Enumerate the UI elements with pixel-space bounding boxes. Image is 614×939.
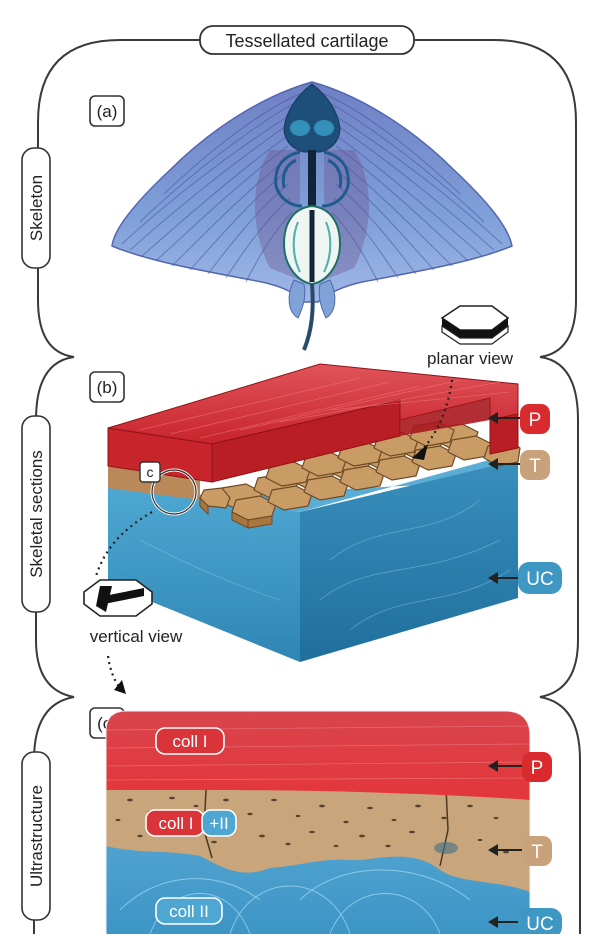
panel-label-a: (a) <box>89 95 125 127</box>
section-label-ultrastructure-text: Ultrastructure <box>27 785 46 887</box>
perichondrium-ultrastructure <box>106 711 530 800</box>
vertical-view-label: vertical view <box>90 627 183 646</box>
coll-I-label: coll I <box>155 727 225 755</box>
coll-I-II-blue-text: +II <box>209 814 228 833</box>
section-label-skeletal-sections: Skeletal sections <box>21 415 51 613</box>
section-label-skeletal-sections-text: Skeletal sections <box>27 450 46 578</box>
title-box: Tessellated cartilage <box>199 25 415 55</box>
tag-T-c: T <box>488 836 552 866</box>
coll-II-label: coll II <box>155 897 223 925</box>
title-text: Tessellated cartilage <box>225 31 388 51</box>
tag-P-c: P <box>488 752 552 782</box>
tag-T-c-text: T <box>531 842 543 863</box>
coll-I-text: coll I <box>173 732 208 751</box>
section-label-skeleton-text: Skeleton <box>27 175 46 241</box>
vertical-view-arrow-down <box>106 655 121 689</box>
tag-P-b-text: P <box>529 410 542 431</box>
coll-I-II-label: coll I +II <box>145 809 237 837</box>
panel-label-a-text: (a) <box>97 102 118 121</box>
panel-label-b: (b) <box>89 371 125 403</box>
stingray-spine <box>308 150 316 220</box>
planar-view-icon <box>440 305 510 345</box>
tag-T-b-text: T <box>529 456 541 477</box>
section-label-ultrastructure: Ultrastructure <box>21 751 51 921</box>
fin-rays-right <box>323 93 503 283</box>
uncalcified-cartilage-side <box>300 460 518 662</box>
stingray-tail <box>302 283 315 351</box>
lacunae-dots <box>115 796 509 854</box>
circle-c-label: c <box>139 461 161 483</box>
section-label-skeleton: Skeleton <box>21 147 51 269</box>
planar-view-label: planar view <box>427 349 514 368</box>
circle-c-text: c <box>147 464 154 480</box>
tag-UC-b-text: UC <box>526 569 553 590</box>
panel-label-b-text: (b) <box>97 378 118 397</box>
uncalcified-cartilage-front <box>108 484 300 662</box>
cartilage-block-3d: c <box>107 363 521 662</box>
tag-P-c-text: P <box>531 758 544 779</box>
coll-I-II-red-text: coll I <box>159 814 194 833</box>
perichondrium-right-side <box>489 413 519 455</box>
tag-UC-c-text: UC <box>526 914 553 934</box>
tag-UC-c: UC <box>488 908 562 938</box>
tesserae-ultrastructure <box>106 780 530 892</box>
gill-arches <box>274 150 350 208</box>
outer-frame <box>33 39 581 934</box>
planar-view-arrow <box>419 379 454 453</box>
stingray-skeleton-image <box>111 81 513 351</box>
tag-P-b: P <box>488 404 550 434</box>
tag-UC-b: UC <box>488 562 562 594</box>
vertical-view-icon <box>83 579 153 617</box>
tag-T-b: T <box>488 450 550 480</box>
coll-II-text: coll II <box>169 902 209 921</box>
vertical-view-arrow-up <box>94 511 153 577</box>
